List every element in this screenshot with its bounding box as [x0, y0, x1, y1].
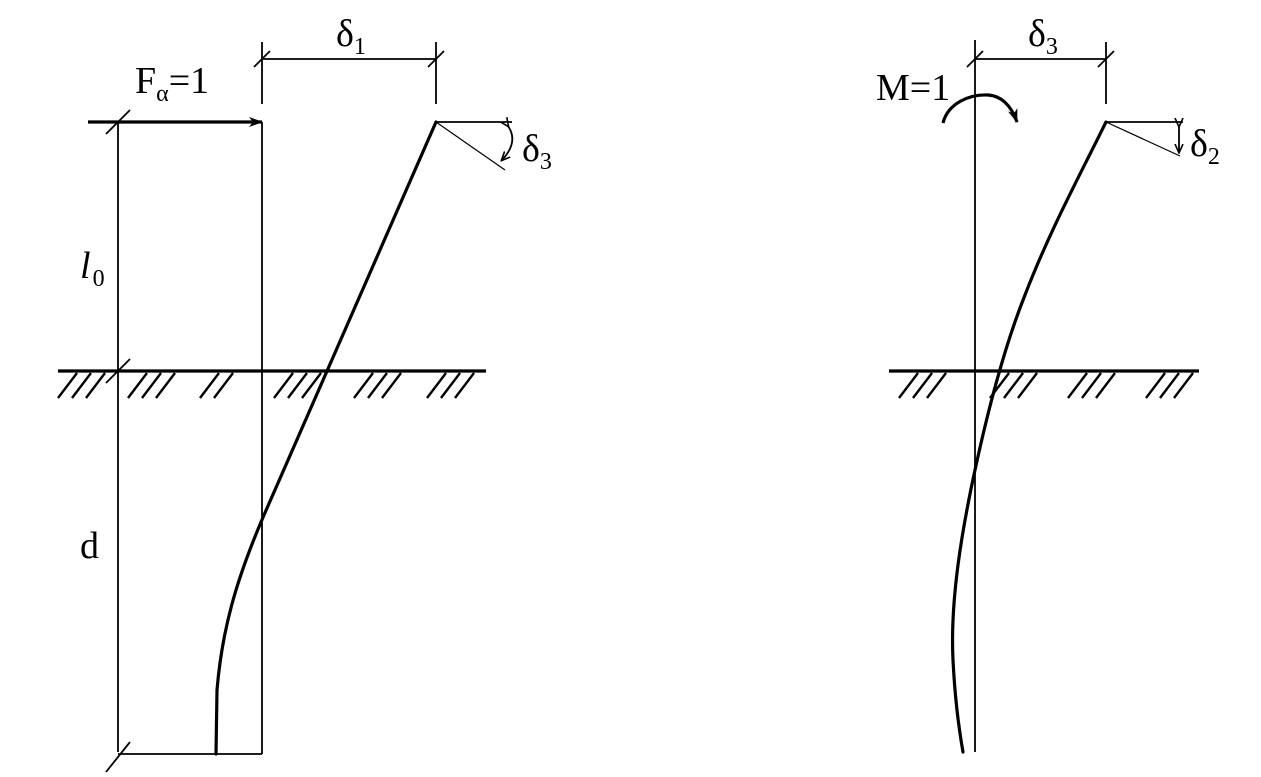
deflected-pile-curve-right: [950, 120, 1108, 754]
delta3-tick-left: [966, 50, 984, 68]
dimension-tick-bottom: [105, 741, 131, 773]
rotation-label: δ3: [522, 128, 552, 175]
free-length-label: l0: [80, 245, 105, 292]
ground-hatching: [57, 372, 475, 399]
right-diagram: δ3 M=1 δ2: [876, 13, 1220, 754]
left-diagram: Fα=1 δ1 δ3 l0 d: [57, 13, 552, 773]
ground-hatching-right: [898, 372, 1194, 399]
rotation-tangent-line-right: [1105, 121, 1181, 157]
rotation-label-right: δ2: [1190, 123, 1220, 170]
embedded-length-label: d: [80, 525, 99, 567]
moment-arrow: [941, 93, 1019, 124]
delta3-label: δ3: [1028, 13, 1058, 60]
delta3-tick-right: [1097, 50, 1115, 68]
moment-label: M=1: [876, 67, 950, 109]
delta1-tick-right: [427, 50, 445, 68]
delta1-tick-left: [253, 50, 271, 68]
rotation-tangent-line: [435, 121, 506, 171]
rotation-arc: [502, 126, 514, 160]
deflected-pile-curve: [214, 120, 438, 756]
force-label: Fα=1: [135, 60, 209, 107]
delta1-label: δ1: [336, 13, 366, 60]
